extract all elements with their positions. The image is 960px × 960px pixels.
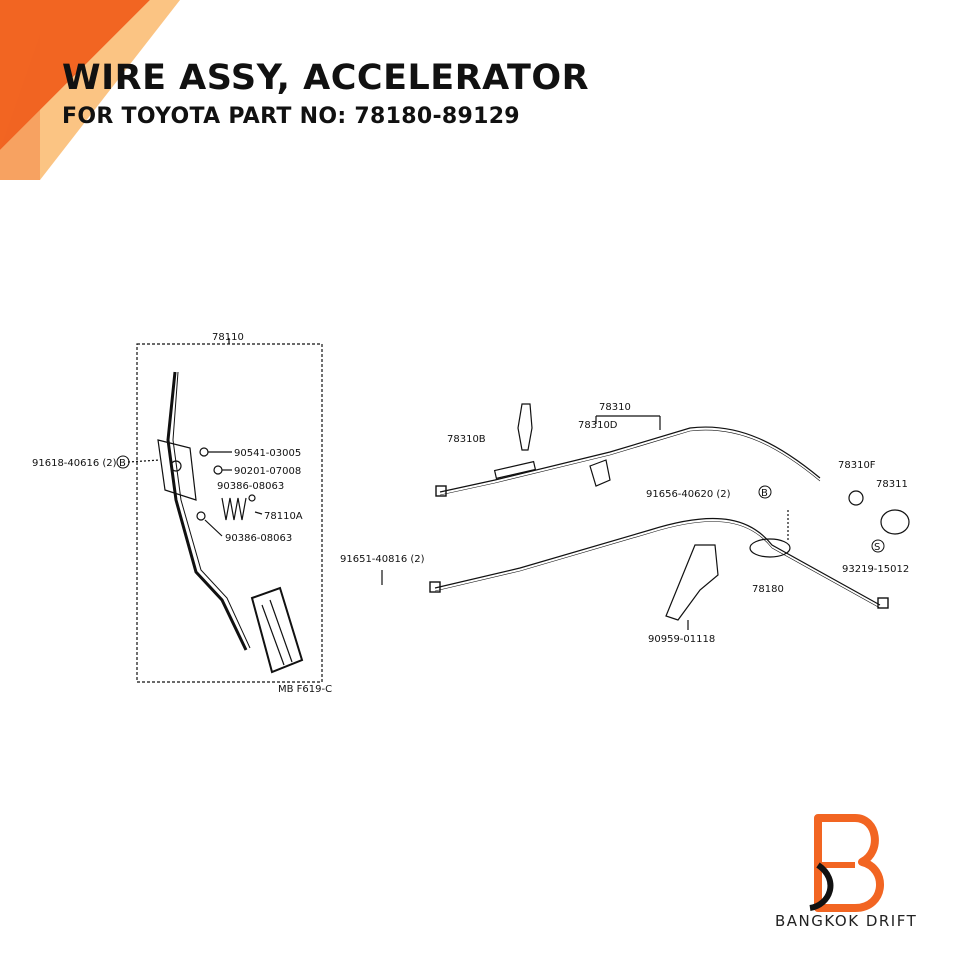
label-78310b: 78310B: [447, 434, 486, 445]
corner-accent: [0, 0, 180, 180]
cable-plate: [749, 538, 791, 558]
label-90201-07008: 90201-07008: [234, 466, 301, 477]
page-subtitle: FOR TOYOTA PART NO: 78180-89129: [62, 104, 520, 129]
cable-boot: [517, 403, 533, 451]
label-78310d: 78310D: [578, 420, 618, 431]
label-90541-03005: 90541-03005: [234, 448, 301, 459]
cable-bracket: [665, 544, 719, 621]
page-title: WIRE ASSY, ACCELERATOR: [62, 58, 590, 98]
label-78110a: 78110A: [264, 511, 303, 522]
label-78110: 78110: [212, 332, 244, 343]
label-callout-b-1: B: [119, 458, 126, 469]
label-91618-40616: 91618-40616 (2): [32, 458, 117, 469]
label-90386-08063-b: 90386-08063: [225, 533, 292, 544]
label-91651-40816: 91651-40816 (2): [340, 554, 425, 565]
label-78180: 78180: [752, 584, 784, 595]
pedal-bracket: [157, 439, 197, 501]
lower-cable: [434, 517, 881, 606]
header: WIRE ASSY, ACCELERATOR FOR TOYOTA PART N…: [62, 58, 589, 132]
upper-cable: [439, 426, 821, 493]
return-spring: [221, 497, 247, 521]
label-callout-s: S: [874, 542, 880, 553]
pedal-arm: [166, 371, 248, 651]
label-93219-15012: 93219-15012: [842, 564, 909, 575]
label-91656-40620: 91656-40620 (2): [646, 489, 731, 500]
b-letter-logo-icon: [809, 814, 884, 912]
label-78310: 78310: [599, 402, 631, 413]
label-90959-01118: 90959-01118: [648, 634, 715, 645]
label-callout-b-2: B: [761, 488, 768, 499]
grommet: [589, 459, 611, 487]
pedal-pad: [250, 586, 304, 674]
label-78310f: 78310F: [838, 460, 876, 471]
brand-name: BANGKOK DRIFT: [775, 912, 918, 930]
label-78311: 78311: [876, 479, 908, 490]
label-90386-08063-a: 90386-08063: [217, 481, 284, 492]
label-mbf619c: MB F619-C: [278, 684, 332, 695]
